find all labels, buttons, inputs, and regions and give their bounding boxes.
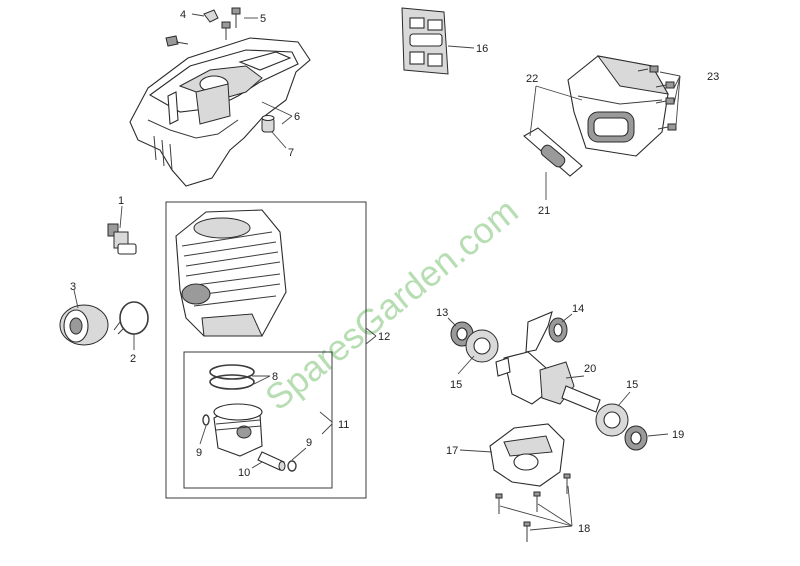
- callout-8: 8: [272, 371, 278, 383]
- callout-6: 6: [294, 111, 300, 123]
- cylinder-assembly-frame: [165, 201, 367, 499]
- ball-bearing-part-b: [595, 403, 629, 437]
- needle-bearing-part: [548, 317, 568, 343]
- callout-9b: 9: [306, 437, 312, 449]
- top-shroud-part: [129, 37, 311, 187]
- ball-bearing-part-a: [465, 329, 499, 363]
- circlip-part-b: [287, 460, 297, 472]
- spark-plug-part: [107, 223, 137, 255]
- piston-rings-part: [209, 364, 255, 390]
- muffler-screws-part: [637, 65, 677, 131]
- callout-15b: 15: [626, 379, 638, 391]
- callout-14: 14: [572, 303, 584, 315]
- cylinder-part: [175, 209, 287, 337]
- circlip-part-a: [202, 414, 210, 426]
- muffler-part: [567, 55, 669, 157]
- clip-part: [203, 9, 219, 23]
- callout-19: 19: [672, 429, 684, 441]
- watermark: SparesGarden.com: [257, 190, 525, 418]
- piston-pin-part: [257, 451, 286, 471]
- leader-lines: [73, 13, 681, 531]
- callout-labels: 4 5 6 7 16 22 23 21 1 3 2 12 8 11 9 9 10…: [70, 9, 719, 535]
- callout-17: 17: [446, 445, 458, 457]
- callout-22: 22: [526, 73, 538, 85]
- callout-13: 13: [436, 307, 448, 319]
- callout-7: 7: [288, 147, 294, 159]
- gasket-part: [523, 127, 583, 177]
- clip-ring-part: [113, 301, 149, 335]
- decal-part: [401, 7, 449, 75]
- fuel-intake-part: [59, 304, 109, 346]
- callout-21: 21: [538, 205, 550, 217]
- callout-15a: 15: [450, 379, 462, 391]
- bolts-part: [495, 473, 571, 542]
- callout-4: 4: [180, 9, 186, 21]
- callout-20: 20: [584, 363, 596, 375]
- callout-12: 12: [378, 331, 390, 343]
- oil-seal-part-19: [624, 425, 648, 451]
- callout-5: 5: [260, 13, 266, 25]
- callout-16: 16: [476, 43, 488, 55]
- crankcase-part: [489, 423, 565, 487]
- callout-1: 1: [118, 195, 124, 207]
- callout-3: 3: [70, 281, 76, 293]
- screw-part: [165, 7, 241, 47]
- piston-part: [213, 403, 263, 457]
- callout-9a: 9: [196, 447, 202, 459]
- crankshaft-part: [495, 311, 601, 413]
- callout-10: 10: [238, 467, 250, 479]
- callout-18: 18: [578, 523, 590, 535]
- sleeve-part: [261, 114, 275, 133]
- callout-11: 11: [338, 419, 349, 431]
- callout-23: 23: [707, 71, 719, 83]
- piston-kit-frame: [183, 351, 333, 489]
- callout-2: 2: [130, 353, 136, 365]
